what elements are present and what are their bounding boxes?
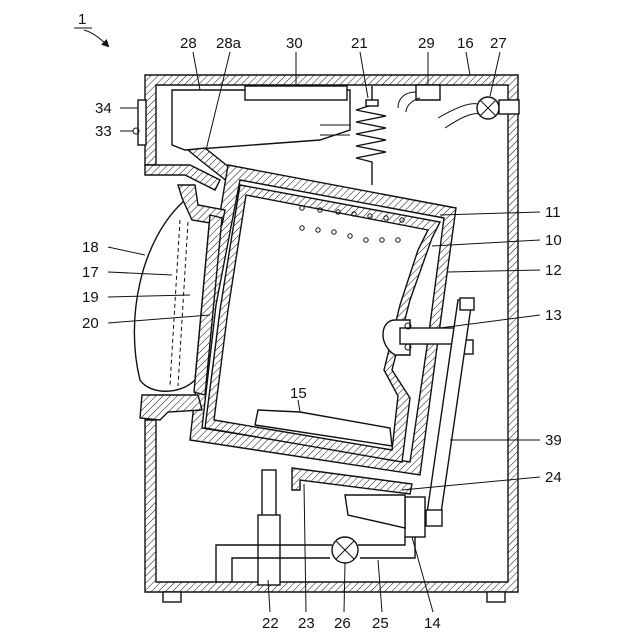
label-27: 27 [490,35,507,52]
right-foot [487,592,505,602]
label-25: 25 [372,615,389,632]
label-28: 28 [180,35,197,52]
sump-23 [292,468,412,494]
figure-ref-label: 1 [78,11,86,28]
label-10: 10 [545,232,562,249]
drain-pump-22 [258,515,280,585]
plate-30 [245,86,347,100]
supply-hose-b [445,114,480,128]
label-22: 22 [262,615,279,632]
label-39: 39 [545,432,562,449]
label-34: 34 [95,100,112,117]
drive-unit-14 [405,497,425,537]
spring-bracket [366,100,378,106]
label-13: 13 [545,307,562,324]
drain-column-22 [262,470,276,520]
label-28a: 28a [216,35,242,52]
label-18: 18 [82,239,99,256]
label-21: 21 [351,35,368,52]
figure-ref-arrow [84,30,108,46]
label-20: 20 [82,315,99,332]
label-33: 33 [95,123,112,140]
valve-connector [499,100,519,114]
label-29: 29 [418,35,435,52]
left-foot [163,592,181,602]
label-16: 16 [457,35,474,52]
label-15: 15 [290,385,307,402]
label-30: 30 [286,35,303,52]
control-panel-34 [138,100,146,145]
label-23: 23 [298,615,315,632]
bracket-bottom-cap [426,510,442,526]
supply-hose-a [438,104,478,118]
label-17: 17 [82,264,99,281]
label-26: 26 [334,615,351,632]
drain-pipe-25 [216,537,415,582]
bracket-top-cap [460,298,474,310]
label-24: 24 [545,469,562,486]
label-14: 14 [424,615,441,632]
label-19: 19 [82,289,99,306]
shaft-13 [400,328,460,344]
drive-belt-area [345,495,405,528]
label-12: 12 [545,262,562,279]
inlet-hose-a [398,92,416,108]
label-11: 11 [545,204,561,221]
